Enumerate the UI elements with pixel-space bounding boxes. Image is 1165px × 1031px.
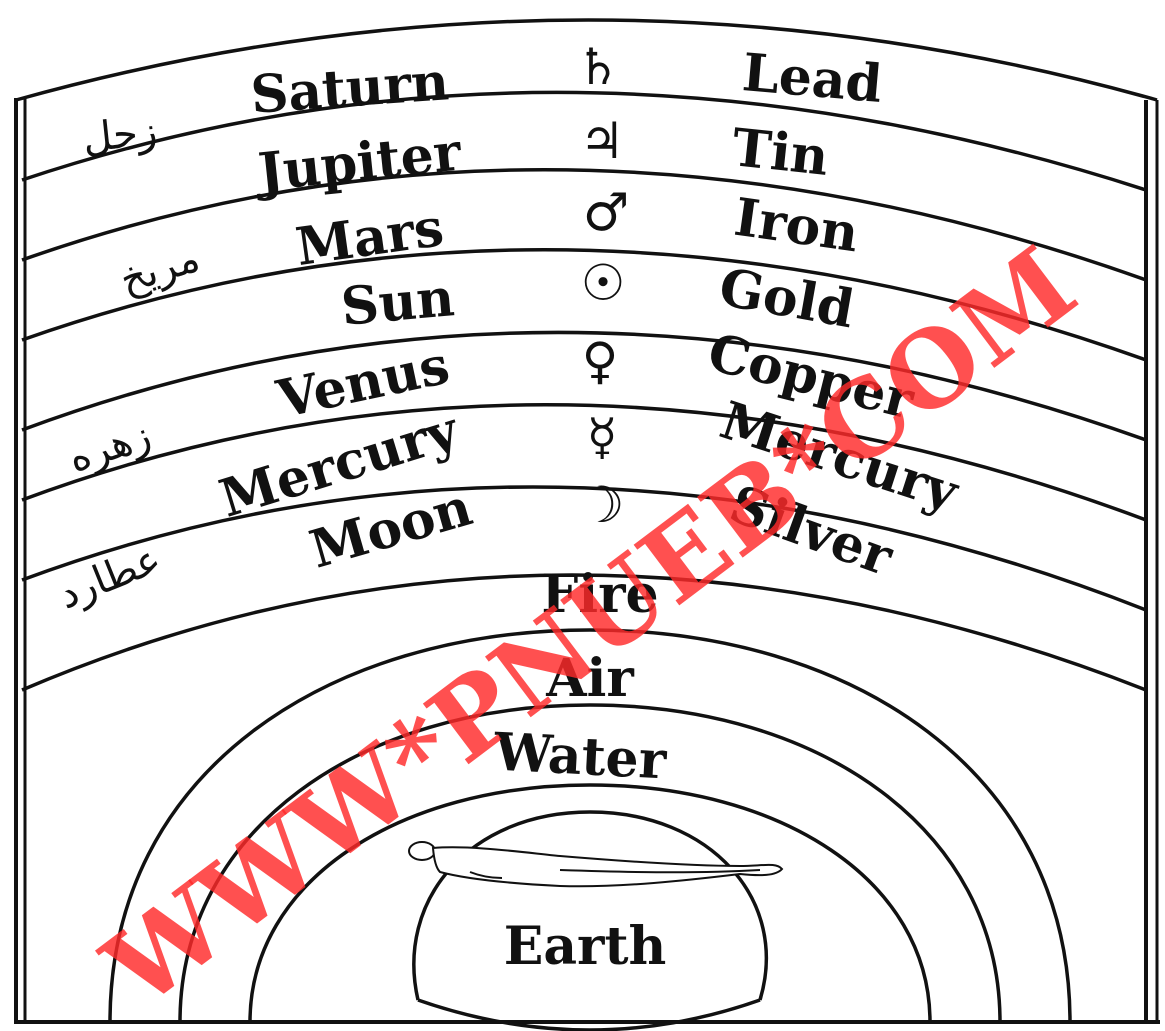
- element-earth: Earth: [504, 916, 667, 977]
- figure-legs-line: [559, 869, 761, 874]
- metal-name-tin: Tin: [729, 117, 831, 188]
- arabic-label-saturn: زحل: [81, 108, 160, 162]
- elemental-circles: [108, 628, 1072, 1031]
- metal-name-lead: Lead: [740, 42, 884, 115]
- figure-arm: [469, 871, 503, 879]
- element-labels: Fire Air Water Earth: [492, 564, 669, 977]
- sphere-arc-3: [21, 248, 1147, 362]
- sphere-arc-1: [21, 90, 1147, 192]
- element-air: Air: [545, 648, 634, 709]
- element-fire: Fire: [541, 564, 658, 625]
- sphere-arc-2: [21, 168, 1147, 282]
- planetary-sphere-arcs: [15, 18, 1158, 692]
- planet-symbol-saturn: ♄: [576, 38, 621, 96]
- diagram-frame: [14, 98, 1160, 1024]
- element-water: Water: [492, 721, 669, 791]
- sphere-arc-4: [21, 330, 1147, 442]
- human-figure-icon: [408, 841, 784, 888]
- earth-circle-bottom: [417, 998, 761, 1031]
- figure-head: [408, 841, 436, 861]
- fire-circle: [108, 628, 1072, 1023]
- sphere-arc-7: [21, 573, 1147, 692]
- planet-symbol-venus: ♀: [582, 332, 619, 390]
- planet-symbol-jupiter: ♃: [580, 112, 625, 170]
- air-circle: [178, 703, 1002, 1023]
- sphere-arc-6: [21, 485, 1147, 612]
- water-circle: [248, 783, 932, 1023]
- figure-body: [431, 846, 784, 888]
- planet-symbol-mars: ♂: [583, 183, 630, 243]
- planet-symbol-mercury: ☿: [587, 408, 618, 466]
- sphere-arc-top: [15, 18, 1158, 102]
- earth-circle: [412, 810, 769, 1001]
- planet-name-saturn: Saturn: [249, 51, 451, 126]
- sphere-arc-5: [21, 403, 1147, 522]
- planet-symbol-sun: ☉: [581, 254, 626, 312]
- planet-symbol-moon: ☽: [580, 476, 625, 534]
- planet-name-sun: Sun: [339, 267, 457, 338]
